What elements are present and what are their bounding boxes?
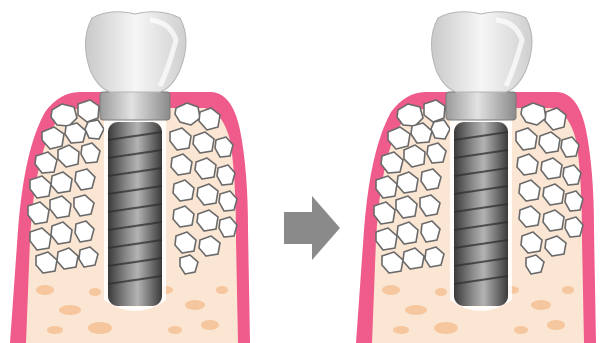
panel-left-before xyxy=(10,12,250,343)
panel-right-after xyxy=(356,12,596,343)
right-arrow-icon xyxy=(284,196,340,260)
